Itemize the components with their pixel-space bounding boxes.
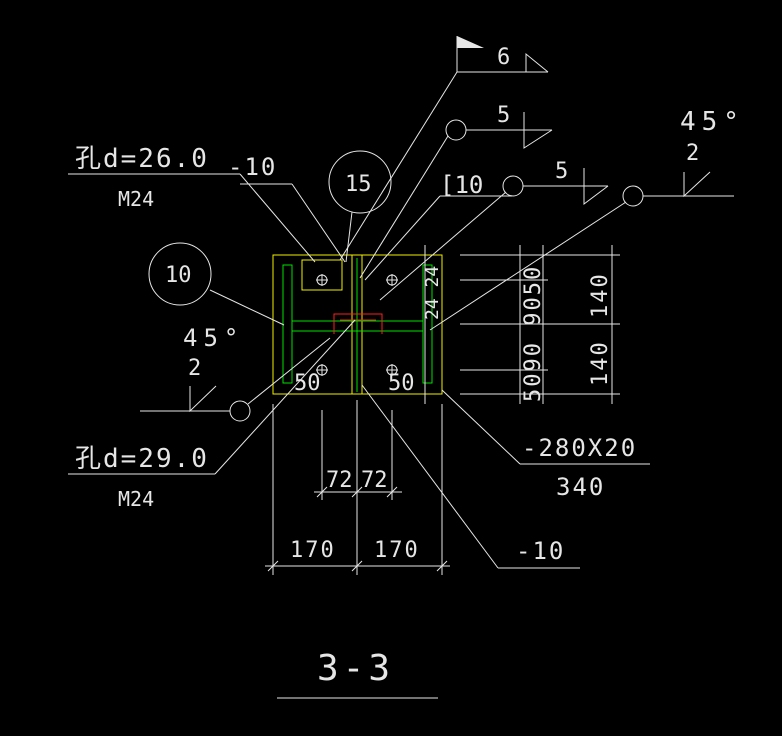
weld-size-right: 5: [555, 159, 568, 184]
dim-right-140-bottom: 140: [588, 340, 613, 386]
dim-right-stack: 5090 9050: [521, 265, 546, 402]
dim-hole-right: 50: [388, 371, 415, 396]
dim-right-small: 24 24: [422, 266, 443, 320]
dim-hole-left: 50: [294, 371, 321, 396]
angle-mark: [10: [440, 171, 483, 199]
bubble-10-label: 10: [165, 263, 192, 288]
bolt-callout-top: M24: [118, 187, 154, 211]
dim-inner-right: 72: [361, 468, 388, 493]
plate-callout-bottom: -10: [516, 537, 565, 565]
dimension-lines: [265, 245, 620, 575]
dim-outer-left: 170: [290, 538, 336, 563]
channel-section: [333, 313, 383, 334]
hole-callout-top: 孔d=26.0: [75, 144, 209, 174]
base-plate-outline: [272, 254, 443, 395]
bolt-holes: [316, 274, 398, 376]
dim-outer-right: 170: [374, 538, 420, 563]
dim-inner-left: 72: [326, 468, 353, 493]
weld-size-mid: 5: [497, 103, 510, 128]
bolt-callout-bottom: M24: [118, 487, 154, 511]
dim-right-140-top: 140: [588, 272, 613, 318]
weld-size-top: 6: [497, 45, 510, 70]
hole-callout-bottom: 孔d=29.0: [75, 444, 209, 474]
base-length-callout: 340: [556, 473, 605, 501]
section-title: 3-3: [317, 648, 394, 689]
bevel-angle-left: 45°: [183, 324, 244, 352]
bubble-15-label: 15: [345, 172, 372, 197]
leader-lines: [68, 36, 734, 569]
bevel-angle-right: 45°: [680, 107, 745, 137]
top-stiffener-plate: [301, 259, 343, 291]
plate-callout-top: -10: [228, 153, 277, 181]
right-flange: [422, 264, 433, 384]
base-plate-callout: -280X20: [522, 434, 637, 462]
bevel-gap-left: 2: [188, 356, 201, 381]
left-flange: [282, 264, 293, 384]
bevel-gap-right: 2: [686, 141, 699, 166]
